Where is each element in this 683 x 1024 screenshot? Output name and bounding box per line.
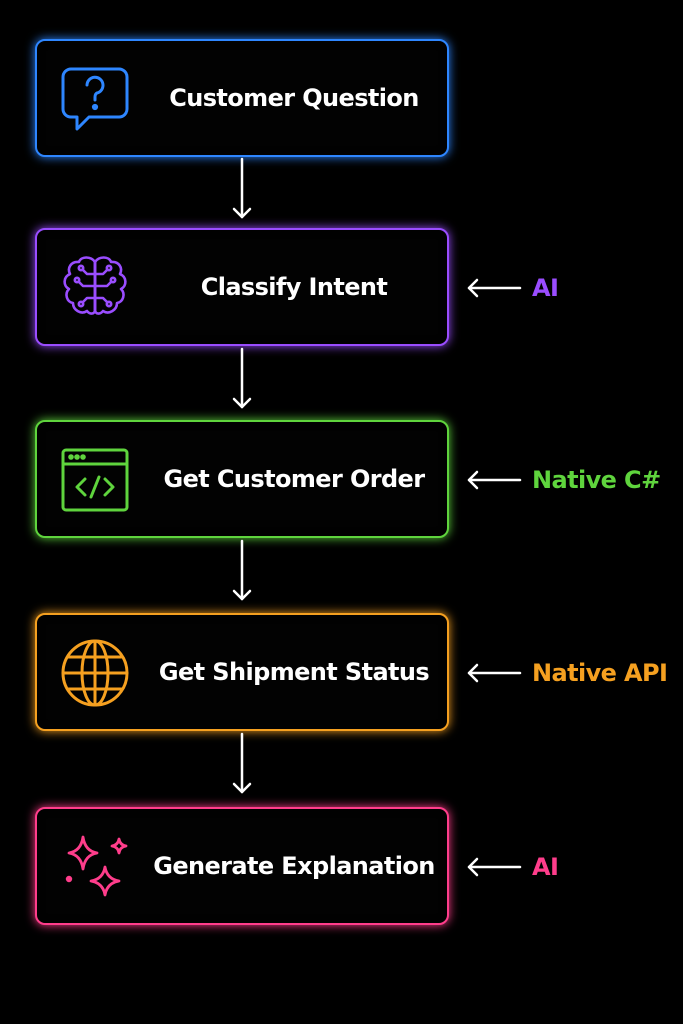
step-classify-intent: Classify Intent (35, 228, 449, 346)
step-get-shipment-status: Get Shipment Status (35, 613, 449, 731)
step-tag-ai: AI (466, 847, 559, 887)
connector-arrow (232, 347, 252, 421)
brain-circuit-icon (59, 252, 131, 324)
tag-label: Native API (532, 659, 668, 687)
sparkles-icon (59, 831, 131, 903)
step-tag-native-api: Native API (466, 653, 668, 693)
step-label: Get Customer Order (163, 465, 426, 493)
step-customer-question: Customer Question (35, 39, 449, 157)
step-label: Generate Explanation (153, 852, 435, 880)
step-get-customer-order: Get Customer Order (35, 420, 449, 538)
tag-label: Native C# (532, 466, 661, 494)
globe-icon (59, 637, 131, 709)
connector-arrow (232, 539, 252, 613)
code-window-icon (59, 444, 131, 516)
chat-question-icon (59, 63, 131, 135)
step-label: Classify Intent (200, 273, 388, 301)
left-arrow-icon (467, 857, 522, 877)
connector-arrow (232, 732, 252, 806)
tag-label: AI (532, 274, 559, 302)
step-generate-explanation: Generate Explanation (35, 807, 449, 925)
step-label: Customer Question (169, 84, 419, 112)
tag-label: AI (532, 853, 559, 881)
step-tag-native-csharp: Native C# (466, 460, 661, 500)
left-arrow-icon (467, 278, 522, 298)
left-arrow-icon (467, 663, 522, 683)
connector-arrow (232, 157, 252, 231)
left-arrow-icon (467, 470, 522, 490)
step-tag-ai: AI (466, 268, 559, 308)
step-label: Get Shipment Status (158, 658, 430, 686)
